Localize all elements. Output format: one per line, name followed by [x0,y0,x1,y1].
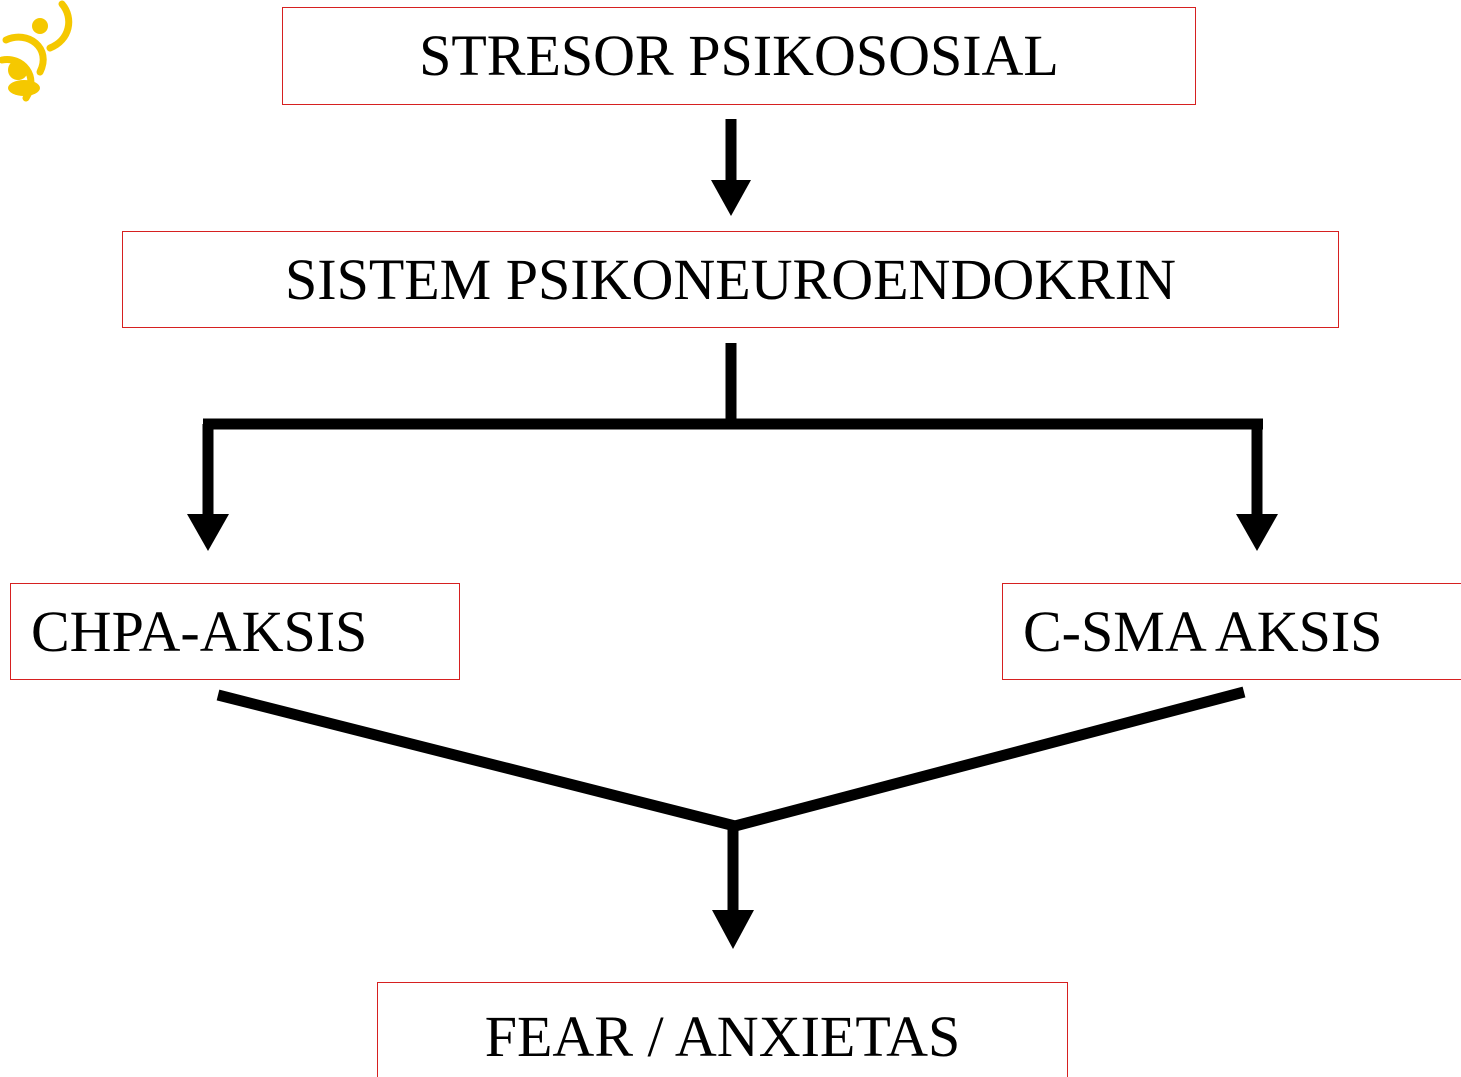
node-chpa-aksis: CHPA-AKSIS [10,583,460,680]
arrowhead-fear [712,910,754,949]
merge-left-diagonal [216,689,737,832]
merge-right-diagonal [733,686,1246,832]
arrowhead-chpa [187,514,229,551]
node-label: SISTEM PSIKONEUROENDOKRIN [285,246,1176,312]
node-label: CHPA-AKSIS [31,598,368,664]
node-c-sma-aksis: C-SMA AKSIS [1002,583,1461,680]
node-label: FEAR / ANXIETAS [484,1004,961,1069]
arrowhead-sistem [711,180,751,216]
node-fear-anxietas: FEAR / ANXIETAS [377,982,1068,1077]
arrowhead-csma [1236,514,1278,551]
node-label: STRESOR PSIKOSOSIAL [419,23,1059,88]
node-label: C-SMA AKSIS [1023,598,1383,664]
node-stresor-psikososial: STRESOR PSIKOSOSIAL [282,7,1196,105]
node-sistem-psikoneuroendokrin: SISTEM PSIKONEUROENDOKRIN [122,231,1339,328]
emblem-logo-icon [0,0,73,102]
